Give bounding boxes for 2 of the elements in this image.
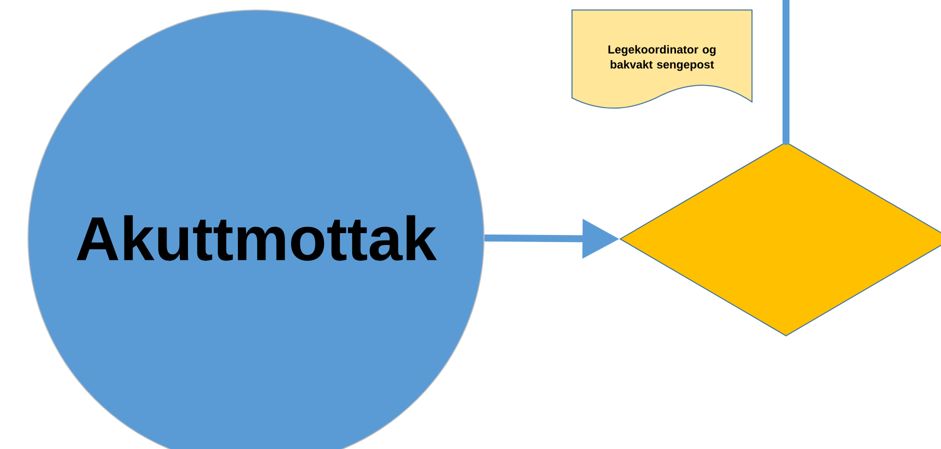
decision-diamond <box>619 142 941 336</box>
circle-node: Akuttmottak <box>28 10 484 449</box>
